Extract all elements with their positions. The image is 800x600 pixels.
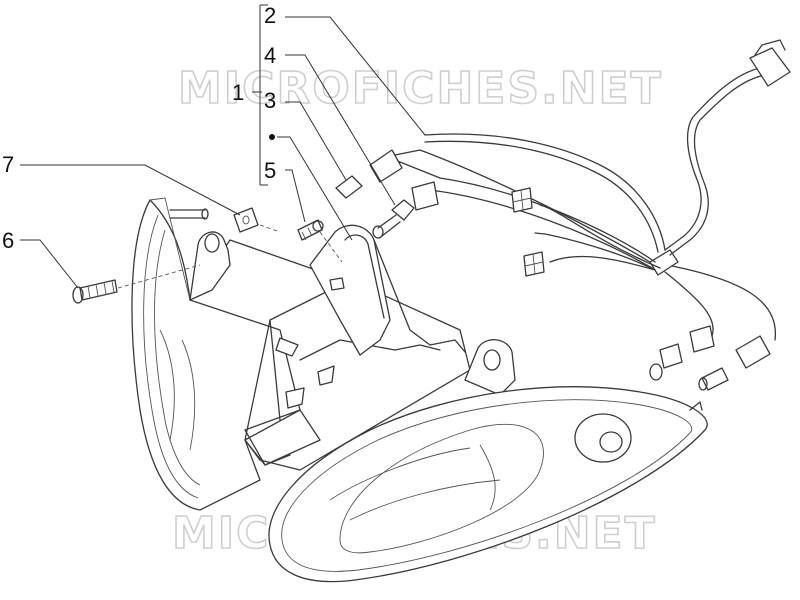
callout-3: 3 (264, 88, 276, 113)
callout-4: 4 (264, 43, 276, 68)
callout-1: 1 (232, 80, 244, 105)
callout-7: 7 (2, 152, 14, 177)
bulb-parts (335, 175, 729, 391)
headlight-lens (268, 386, 708, 583)
mounting-bracket-right (464, 339, 516, 396)
reference-dot (269, 134, 275, 140)
mounting-bracket-left (169, 208, 231, 301)
watermark-top: MICROFICHES.NET (178, 63, 663, 114)
wiring-harness (369, 39, 791, 369)
hardware (72, 207, 343, 304)
callout-2: 2 (264, 3, 276, 28)
callout-6: 6 (2, 228, 14, 253)
callout-leaders (20, 4, 426, 289)
mounting-tower (309, 224, 466, 356)
callout-5: 5 (264, 158, 276, 183)
rear-housing (131, 197, 346, 511)
